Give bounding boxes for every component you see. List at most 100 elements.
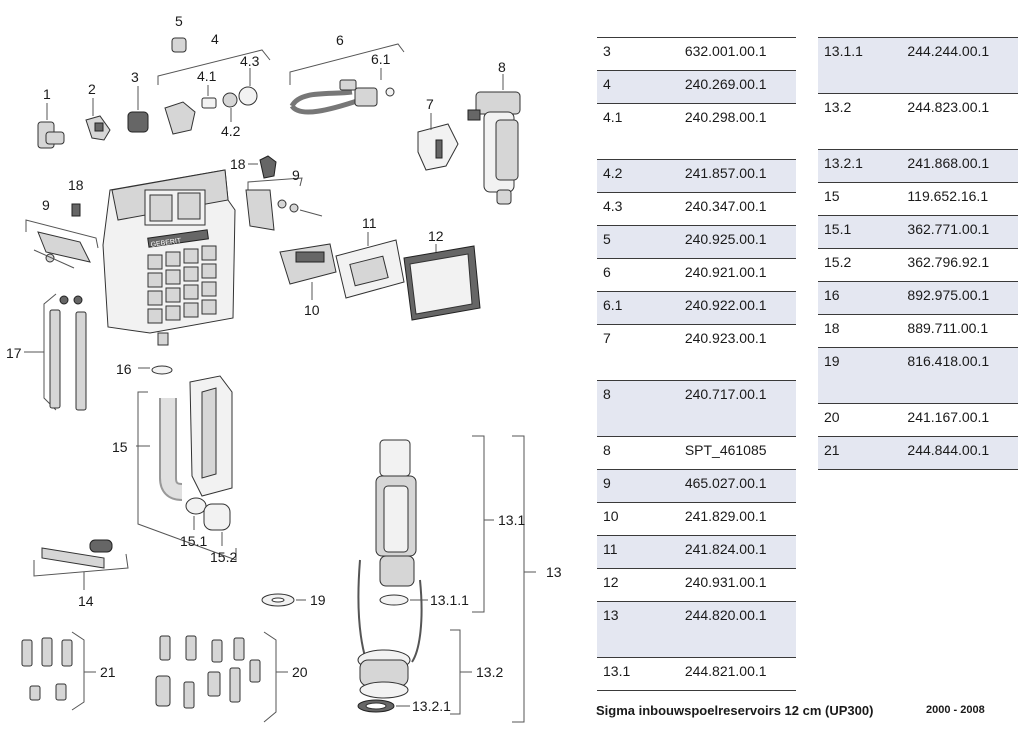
part-5-plug — [171, 37, 187, 53]
position-cell: 13.1 — [597, 657, 679, 691]
callout-14: 14 — [78, 593, 94, 609]
article-number-cell: 240.923.00.1 — [678, 324, 796, 381]
callout-4: 4 — [211, 31, 219, 47]
callout-11: 11 — [362, 215, 377, 231]
position-cell: 15 — [818, 182, 902, 216]
callout-13-1: 13.1 — [498, 512, 525, 528]
position-cell: 6.1 — [597, 291, 679, 325]
part-12-protective-cover — [403, 244, 481, 321]
position-cell: 11 — [597, 535, 679, 569]
cistern-logo: GEBERIT — [150, 238, 182, 249]
part-21-clips — [21, 631, 96, 711]
article-number-cell: 240.347.00.1 — [678, 192, 796, 226]
part-15-flush-bend — [136, 375, 237, 561]
article-number-cell: SPT_461085 — [678, 436, 796, 470]
position-cell: 4.2 — [597, 159, 679, 193]
position-cell: 19 — [818, 347, 902, 404]
position-cell: 6 — [597, 258, 679, 292]
callout-7: 7 — [426, 96, 434, 112]
part-10-holder — [279, 243, 337, 300]
callout-21: 21 — [100, 664, 116, 680]
callout-6-1: 6.1 — [371, 51, 391, 67]
article-number-cell: 244.844.00.1 — [901, 436, 1018, 470]
position-cell: 21 — [818, 436, 902, 470]
position-cell: 10 — [597, 502, 679, 536]
article-number-cell: 119.652.16.1 — [901, 182, 1018, 216]
article-number-cell: 240.921.00.1 — [678, 258, 796, 292]
position-cell: 7 — [597, 324, 679, 381]
article-number-cell: 241.824.00.1 — [678, 535, 796, 569]
callout-16: 16 — [116, 361, 132, 377]
position-cell: 9 — [597, 469, 679, 503]
article-number-cell: 632.001.00.1 — [678, 37, 796, 71]
position-cell: 13.2.1 — [818, 149, 902, 183]
callout-13-2: 13.2 — [476, 664, 503, 680]
position-cell: 16 — [818, 281, 902, 315]
callout-13-1-1: 13.1.1 — [430, 592, 469, 608]
callout-4-3: 4.3 — [240, 53, 260, 69]
part-17-mounting-rails — [24, 293, 87, 411]
article-number-cell: 244.244.00.1 — [901, 37, 1018, 94]
part-7-clip — [417, 113, 459, 171]
part-4-assembly — [157, 49, 271, 135]
part-3-nut — [127, 86, 149, 133]
cistern-grid — [147, 245, 217, 324]
part-6-hose — [289, 43, 405, 115]
article-number-cell: 816.418.00.1 — [901, 347, 1018, 404]
callout-15: 15 — [112, 439, 128, 455]
article-number-cell: 244.823.00.1 — [901, 93, 1018, 150]
position-cell: 8 — [597, 436, 679, 470]
callout-5: 5 — [175, 13, 183, 29]
part-9-bracket-right — [245, 177, 323, 231]
callout-20: 20 — [292, 664, 308, 680]
callout-19: 19 — [310, 592, 326, 608]
part-2-valve — [85, 98, 111, 141]
callout-13: 13 — [546, 564, 562, 580]
article-number-cell: 889.711.00.1 — [901, 314, 1018, 348]
callout-12: 12 — [428, 228, 444, 244]
callout-4-2: 4.2 — [221, 123, 241, 139]
position-cell: 13 — [597, 601, 679, 658]
article-number-cell: 240.922.00.1 — [678, 291, 796, 325]
callout-8: 8 — [498, 59, 506, 75]
position-cell: 15.2 — [818, 248, 902, 282]
article-number-cell: 241.167.00.1 — [901, 403, 1018, 437]
position-cell: 4 — [597, 70, 679, 104]
callout-4-1: 4.1 — [197, 68, 217, 84]
article-number-cell: 465.027.00.1 — [678, 469, 796, 503]
article-number-cell: 241.868.00.1 — [901, 149, 1018, 183]
position-cell: 20 — [818, 403, 902, 437]
article-number-cell: 240.298.00.1 — [678, 103, 796, 160]
part-20-spare-set — [155, 631, 288, 723]
callout-9-left: 9 — [42, 197, 50, 213]
position-cell: 13.1.1 — [818, 37, 902, 94]
callout-15-2: 15.2 — [210, 549, 237, 565]
callout-18-right: 18 — [230, 156, 246, 172]
part-1-connector — [37, 103, 65, 149]
article-number-cell: 362.771.00.1 — [901, 215, 1018, 249]
exploded-parts-diagram: GEBERIT — [6, 13, 562, 723]
article-number-cell: 241.857.00.1 — [678, 159, 796, 193]
article-number-cell: 892.975.00.1 — [901, 281, 1018, 315]
part-18-9-bracket-left — [25, 203, 99, 269]
callout-10: 10 — [304, 302, 320, 318]
callout-9-right: 9 — [292, 167, 300, 183]
article-number-cell: 240.925.00.1 — [678, 225, 796, 259]
